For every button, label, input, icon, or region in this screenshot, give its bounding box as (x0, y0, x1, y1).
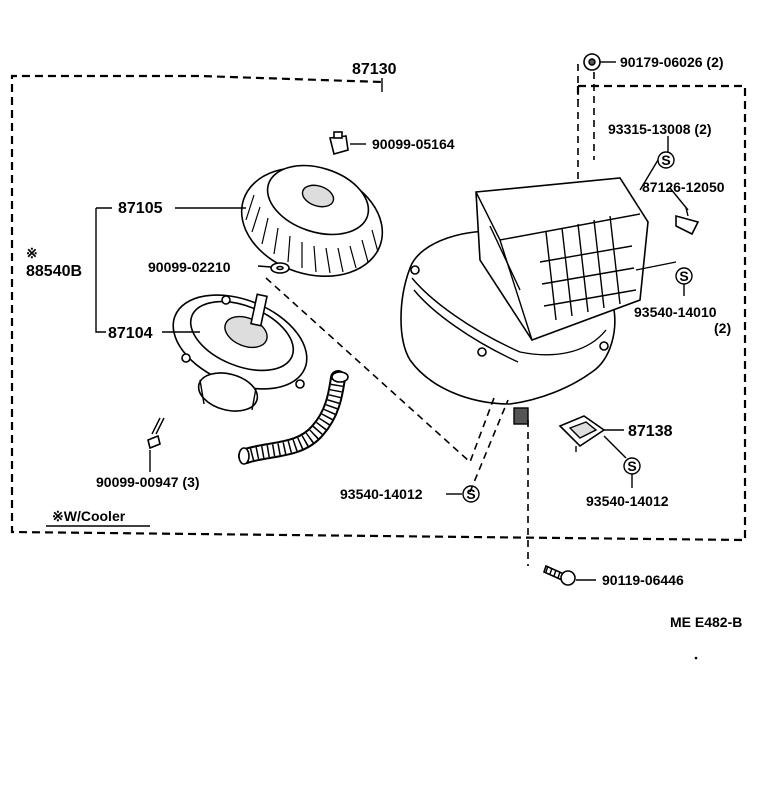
s-marker-93540-14012-a: S (462, 485, 480, 503)
s-marker-93540-14012-b: S (623, 457, 641, 475)
case-grille (539, 215, 637, 321)
s-marker-label: S (627, 458, 636, 474)
callout-87105: 87105 (118, 200, 163, 217)
grommet-90179 (583, 53, 601, 71)
stray-dot (694, 656, 698, 660)
callout-90099-00947: 90099-00947 (3) (96, 474, 200, 490)
duct-hose (238, 370, 349, 465)
callout-90179-06026: 90179-06026 (2) (620, 54, 724, 70)
s-marker-93540-14010: S (675, 267, 693, 285)
callout-87138: 87138 (628, 423, 673, 440)
cooler-note-text: ※W/Cooler (52, 508, 126, 524)
callout-93540-14010-qty: (2) (714, 320, 731, 336)
diagram-code: ME E482-B (670, 614, 742, 630)
callout-88540B: 88540B (26, 263, 82, 280)
callout-87130: 87130 (352, 61, 397, 78)
callout-90099-02210: 90099-02210 (148, 259, 231, 275)
callout-90119-06446: 90119-06446 (602, 572, 684, 588)
screw-90099-00947 (147, 417, 165, 450)
callout-93540-14012-a: 93540-14012 (340, 486, 423, 502)
s-marker-label: S (466, 486, 475, 502)
callout-87126-12050: 87126-12050 (642, 179, 725, 195)
clip-90099-05164 (329, 131, 349, 155)
s-marker-93315: S (657, 151, 675, 169)
callout-93315-13008: 93315-13008 (2) (608, 121, 712, 137)
fan-fins (245, 194, 379, 274)
s-marker-label: S (679, 268, 688, 284)
clip-87126 (675, 207, 700, 236)
bolt-90119 (543, 564, 576, 586)
cooler-note: ※W/Cooler (46, 508, 150, 527)
washer-90099-02210 (270, 262, 290, 274)
callout-93540-14010: 93540-14010 (634, 304, 717, 320)
blower-case-housing (400, 177, 649, 425)
blower-fan-wheel (240, 164, 384, 278)
callout-90099-05164: 90099-05164 (372, 136, 455, 152)
callout-93540-14012-b: 93540-14012 (586, 493, 669, 509)
blower-motor (172, 293, 308, 412)
s-marker-label: S (661, 152, 670, 168)
callout-87104: 87104 (108, 325, 153, 342)
callout-88540-mark: ※ (26, 245, 38, 261)
leader-lines (95, 61, 689, 581)
resistor-87138 (558, 415, 606, 452)
